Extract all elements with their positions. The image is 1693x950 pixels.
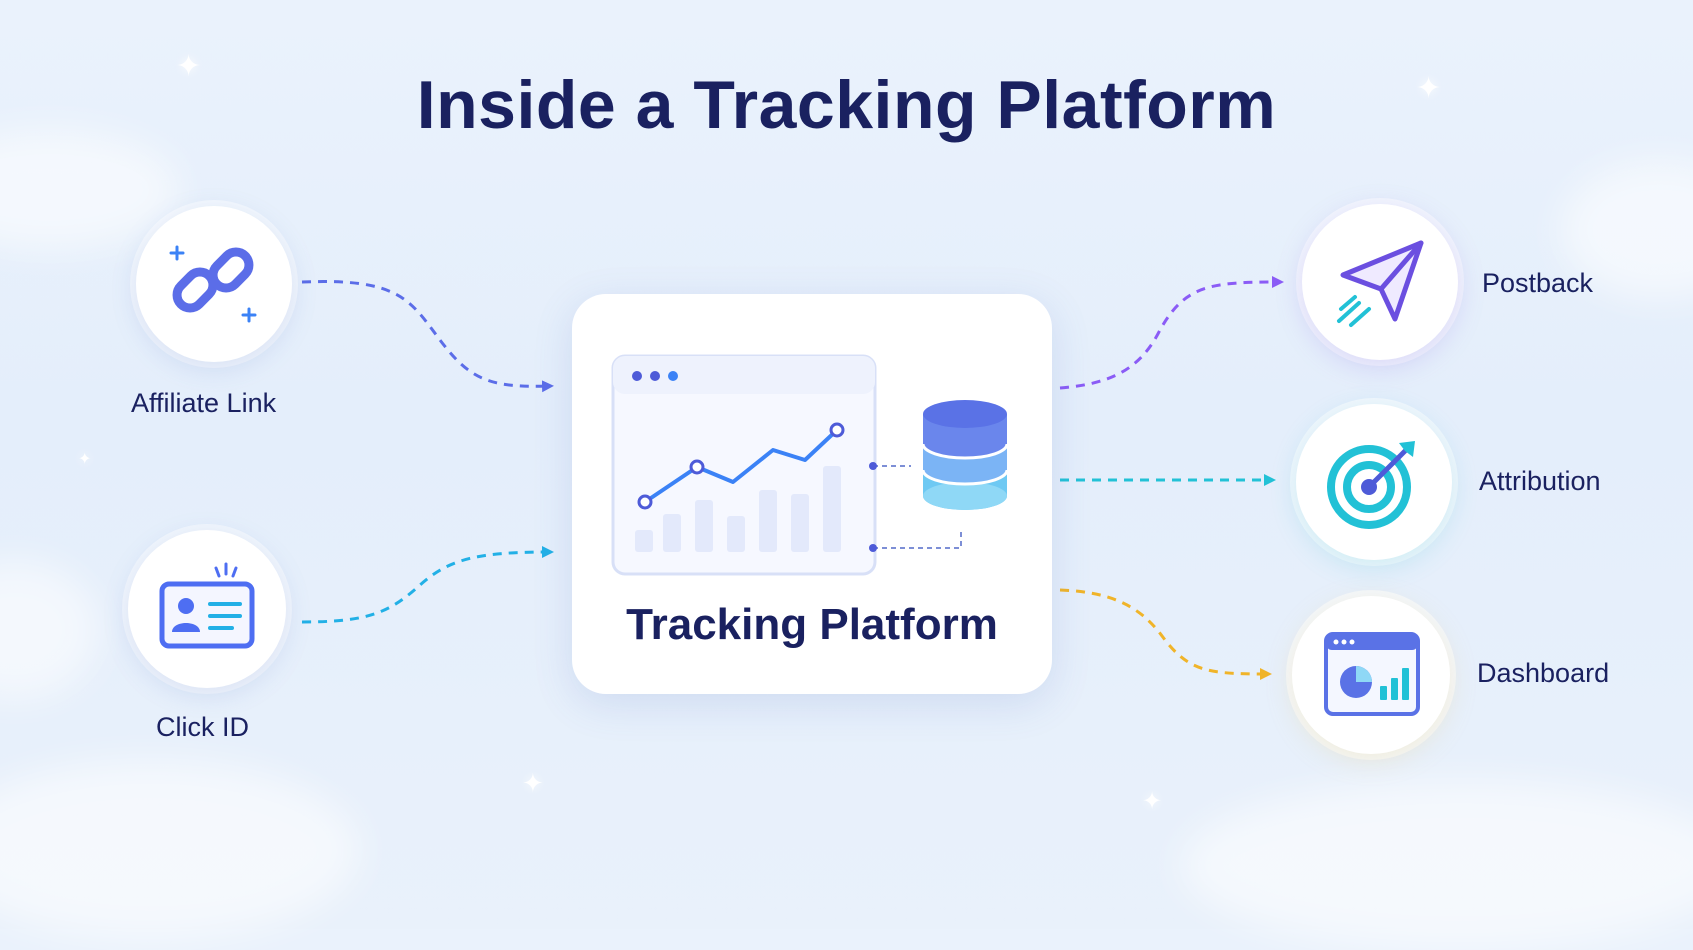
connector-dashboard	[1059, 588, 1272, 680]
sparkle-icon: ✦	[1416, 72, 1442, 105]
attribution-node	[1296, 404, 1452, 560]
id-card-icon	[159, 562, 255, 649]
attribution-label: Attribution	[1479, 466, 1601, 496]
cloud-decoration	[0, 760, 360, 940]
flow-connectors	[301, 276, 1284, 680]
sparkle-icon: ✦	[78, 451, 92, 468]
click-id-node	[128, 530, 286, 688]
affiliate-link-node	[136, 206, 292, 362]
analytics-illustration	[611, 354, 1009, 576]
sparkle-icon: ✦	[522, 768, 544, 798]
connector-click-id	[301, 546, 554, 624]
postback-label: Postback	[1482, 268, 1594, 298]
link-icon	[169, 245, 257, 323]
target-icon	[1327, 441, 1415, 529]
paper-plane-icon	[1337, 240, 1424, 327]
cloud-decoration	[1180, 780, 1693, 950]
sparkle-icon: ✦	[176, 50, 202, 83]
affiliate-link-label: Affiliate Link	[131, 388, 277, 418]
dashboard-node	[1292, 596, 1450, 754]
tracking-platform-label: Tracking Platform	[626, 600, 998, 649]
postback-node	[1302, 204, 1458, 360]
sparkle-icon: ✦	[1142, 788, 1163, 815]
connector-postback	[1059, 276, 1284, 390]
connector-affiliate-link	[301, 280, 554, 393]
dashboard-icon	[1324, 632, 1420, 716]
click-id-label: Click ID	[156, 712, 249, 742]
dashboard-label: Dashboard	[1477, 658, 1610, 688]
database-icon	[921, 400, 1009, 510]
page-title: Inside a Tracking Platform	[416, 67, 1277, 143]
